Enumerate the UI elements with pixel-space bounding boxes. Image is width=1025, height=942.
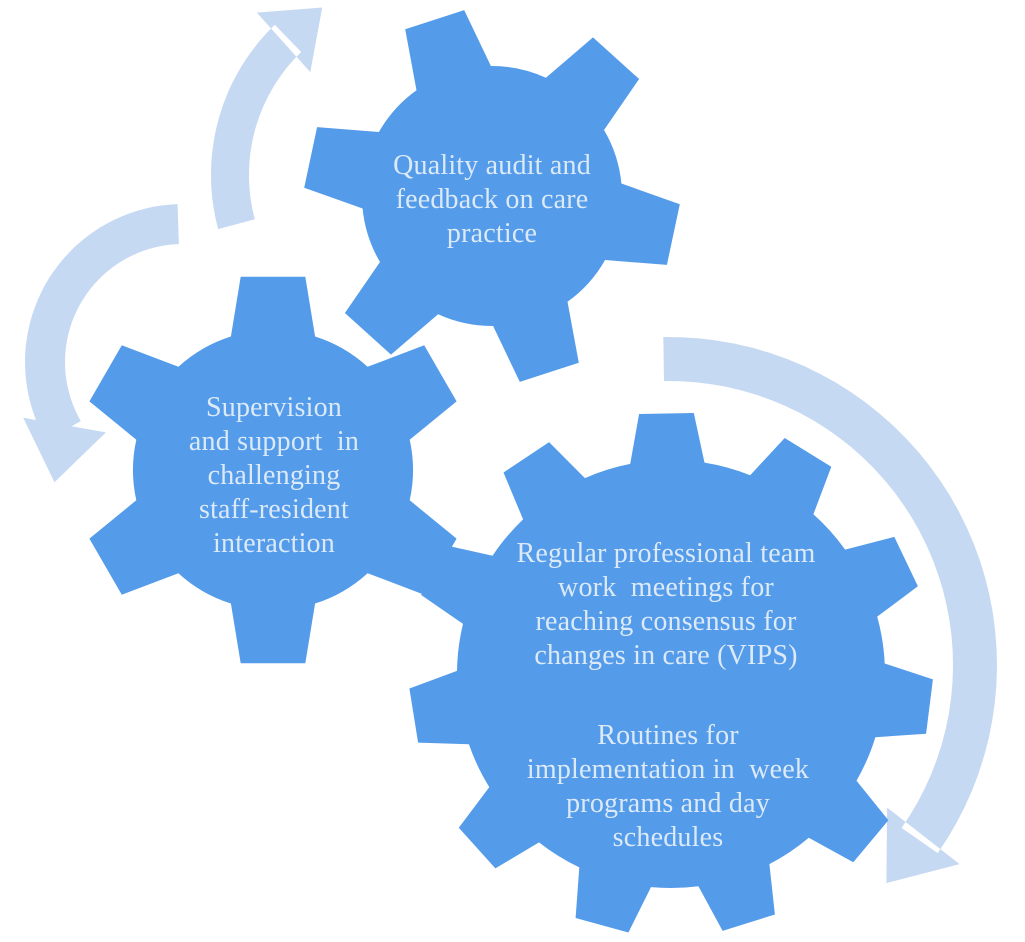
curved-arrow-around-gear-icon	[663, 337, 997, 884]
curved-arrow-down-left-icon	[23, 204, 179, 483]
curved-arrow-up-right-icon	[211, 7, 323, 230]
gear-large-team-shape	[409, 413, 933, 933]
gear-quality-audit-shape	[304, 10, 680, 382]
gear-supervision-shape	[89, 276, 457, 664]
